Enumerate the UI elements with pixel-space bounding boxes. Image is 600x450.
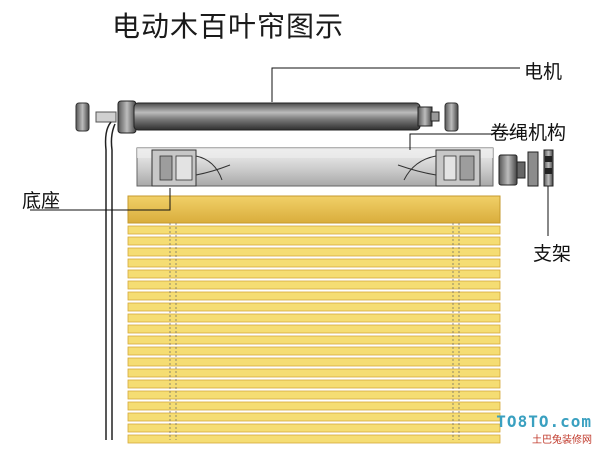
slat: [127, 357, 501, 367]
slat: [127, 236, 501, 246]
left-end-cap: [75, 102, 90, 132]
slat: [127, 258, 501, 268]
watermark-site: TO8TO.com: [496, 412, 592, 431]
slat: [127, 324, 501, 334]
motor-tube: [95, 100, 440, 134]
slat: [127, 434, 501, 444]
top-board: [127, 195, 501, 224]
slat: [127, 247, 501, 257]
power-cord: [104, 121, 112, 440]
slat: [127, 390, 501, 400]
slat: [127, 335, 501, 345]
left-winding-module: [151, 149, 231, 187]
right-end-cap: [444, 102, 459, 132]
slat: [127, 368, 501, 378]
slat: [127, 379, 501, 389]
diagram-title: 电动木百叶帘图示: [112, 10, 345, 43]
slat: [127, 269, 501, 279]
slat: [127, 225, 501, 235]
motor-leader: [271, 67, 520, 102]
watermark: TO8TO.com 土巴兔装修网: [496, 412, 592, 446]
slat: [127, 291, 501, 301]
slat: [127, 423, 501, 433]
watermark-sub: 土巴兔装修网: [532, 435, 592, 446]
right-winding-module: [397, 149, 481, 187]
label-bracket: 支架: [533, 243, 572, 265]
label-winding: 卷绳机构: [490, 122, 567, 144]
label-base: 底座: [22, 190, 61, 212]
slat: [127, 302, 501, 312]
ladder-cords: [169, 223, 460, 440]
label-motor: 电机: [524, 61, 563, 83]
leader-lines: [30, 67, 549, 236]
slat: [127, 412, 501, 422]
slats: [127, 225, 501, 444]
bracket-parts: [498, 149, 554, 187]
base-leader: [30, 188, 171, 211]
slat: [127, 280, 501, 290]
slat: [127, 401, 501, 411]
slat: [127, 346, 501, 356]
slat: [127, 313, 501, 323]
winding-leader: [409, 133, 520, 150]
